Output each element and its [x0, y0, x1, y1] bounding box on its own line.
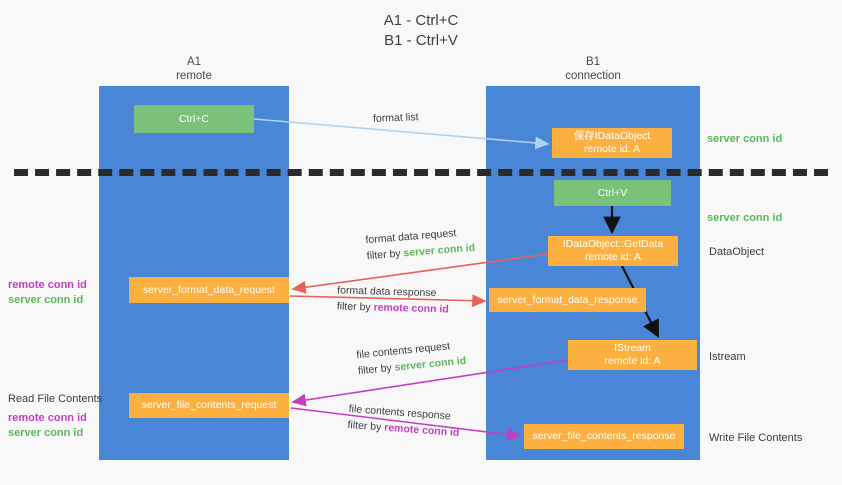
box-server-format-data-request[interactable]: server_format_data_request [129, 277, 289, 303]
filter-prefix: filter by [336, 300, 374, 314]
page-title: A1 - Ctrl+C B1 - Ctrl+V [0, 11, 842, 51]
label-remote-conn-id-1: remote conn id [8, 279, 87, 291]
label-read-file-contents: Read File Contents [8, 393, 103, 405]
box-ctrl-c-label: Ctrl+C [178, 112, 210, 125]
box-save-idataobject[interactable]: 保存IDataObject remote id: A [552, 128, 672, 158]
lane-b1-subtitle: connection [565, 70, 621, 82]
edge-label-format-data-response: format data response filter by remote co… [337, 282, 450, 317]
title-line-1: A1 - Ctrl+C [383, 12, 459, 29]
box-ctrl-v[interactable]: Ctrl+V [554, 180, 671, 206]
box-server-format-data-response-label: server_format_data_response [497, 293, 638, 306]
box-server-file-contents-response[interactable]: server_file_contents_response [524, 424, 684, 449]
label-write-file-contents: Write File Contents [709, 432, 803, 444]
label-server-conn-id-1: server conn id [8, 294, 84, 306]
lane-a1-subtitle: remote [176, 70, 212, 82]
edge-label-file-contents-request: file contents request filter by server c… [356, 337, 467, 379]
filter-value-remote-conn-id: remote conn id [383, 421, 460, 440]
box-getdata-title: IDataObject::GetData [562, 238, 664, 250]
label-istream: Istream [709, 351, 746, 363]
title-line-2: B1 - Ctrl+V [384, 32, 458, 49]
lane-b1-name: B1 [585, 56, 601, 68]
lane-header-a1: A1 remote [99, 55, 289, 83]
filter-prefix: filter by [366, 247, 404, 263]
box-idataobject-getdata[interactable]: IDataObject::GetData remote id: A [548, 236, 678, 266]
label-server-conn-id-2: server conn id [8, 427, 84, 439]
box-getdata-subtitle: remote id: A [584, 251, 642, 263]
label-left-conn-ids-top: remote conn id server conn id [8, 278, 87, 308]
filter-prefix: filter by [347, 418, 385, 434]
box-save-idataobject-title: 保存IDataObject [573, 130, 651, 142]
dashed-divider [14, 169, 828, 176]
label-dataobject: DataObject [709, 246, 765, 258]
box-istream-subtitle: remote id: A [604, 355, 661, 367]
box-ctrl-v-label: Ctrl+V [597, 186, 628, 199]
filter-prefix: filter by [357, 361, 396, 378]
box-server-file-contents-request[interactable]: server_file_contents_request [129, 393, 289, 418]
box-ctrl-c[interactable]: Ctrl+C [134, 105, 254, 133]
edge-label-format-data-request: format data request filter by server con… [365, 224, 476, 264]
edge-label-format-data-response-filter: filter by remote conn id [337, 298, 449, 317]
filter-value-server-conn-id: server conn id [394, 354, 467, 374]
filter-value-remote-conn-id: remote conn id [373, 301, 449, 316]
box-server-format-data-response[interactable]: server_format_data_response [489, 288, 646, 312]
box-istream-title: IStream [614, 342, 651, 354]
lane-header-b1: B1 connection [486, 55, 700, 83]
box-istream[interactable]: IStream remote id: A [568, 340, 697, 370]
box-server-file-contents-response-label: server_file_contents_response [532, 430, 676, 442]
box-save-idataobject-subtitle: remote id: A [583, 143, 641, 155]
edge-label-file-contents-response: file contents response filter by remote … [347, 401, 461, 441]
label-server-conn-id-top: server conn id [707, 133, 783, 145]
edge-label-format-list-line1: format list [372, 111, 419, 125]
box-server-file-contents-request-label: server_file_contents_request [141, 399, 277, 411]
lane-a1-name: A1 [186, 56, 202, 68]
label-server-conn-id-mid: server conn id [707, 212, 783, 224]
label-left-conn-ids-bottom: remote conn id server conn id [8, 411, 87, 441]
label-remote-conn-id-2: remote conn id [8, 412, 87, 424]
edge-label-format-list: format list [373, 109, 419, 127]
filter-value-server-conn-id: server conn id [402, 241, 476, 260]
box-server-format-data-request-label: server_format_data_request [143, 283, 275, 296]
